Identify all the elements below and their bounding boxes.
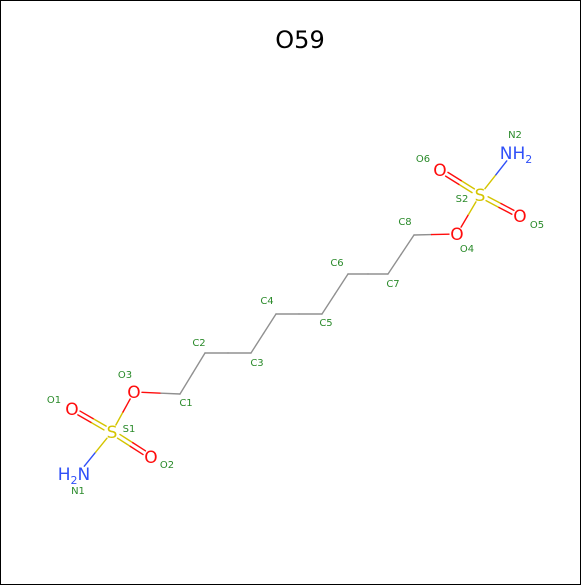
atom-label-n1: N1: [71, 486, 85, 497]
atom-label-c6: C6: [330, 258, 343, 269]
bond-c8-o4: [413, 233, 450, 236]
atom-s1-symbol: S: [107, 423, 118, 443]
atom-label-c3: C3: [250, 358, 263, 369]
bond-c7-c8: [387, 234, 415, 275]
atom-n2-symbol: NH2: [500, 144, 533, 166]
atom-label-c7: C7: [386, 279, 399, 290]
bond-s2-n2: [484, 160, 508, 190]
atom-o4-symbol: O: [450, 225, 463, 245]
atom-s2-symbol: S: [475, 186, 486, 206]
atom-label-c8: C8: [398, 217, 411, 228]
diagram-title: O59: [275, 26, 324, 54]
atom-label-o1: O1: [47, 395, 61, 406]
atom-label-s2: S2: [456, 194, 469, 205]
bond-s1-o3: [115, 398, 131, 426]
bonds-layer: [77, 160, 515, 467]
atom-o5-symbol: O: [513, 207, 526, 227]
bond-s1-o2: [116, 433, 147, 456]
bond-s1-o1: [77, 410, 107, 431]
atom-label-c2: C2: [192, 338, 205, 349]
atom-o3-symbol: O: [127, 383, 140, 403]
atom-o6-symbol: O: [433, 161, 446, 181]
bond-c5-c6: [321, 273, 349, 315]
atom-o1-symbol: O: [65, 400, 78, 420]
atom-o2-symbol: O: [144, 448, 157, 468]
atom-label-o4: O4: [460, 244, 474, 255]
atom-label-n2: N2: [508, 130, 522, 141]
atom-label-o3: O3: [118, 370, 132, 381]
bond-s2-o5: [485, 196, 515, 215]
atom-label-o5: O5: [530, 220, 544, 231]
atom-label-c5: C5: [319, 318, 332, 329]
bond-o3-c1: [141, 391, 181, 395]
bond-s2-o6: [444, 171, 476, 194]
bond-c3-c4: [250, 313, 277, 354]
atom-label-c4: C4: [260, 296, 273, 307]
atom-label-o2: O2: [160, 460, 174, 471]
bond-n1-s1: [83, 437, 108, 467]
bond-c1-c2: [179, 352, 206, 395]
atom-label-s1: S1: [123, 424, 136, 435]
bond-o4-s2: [460, 201, 477, 228]
atom-label-o6: O6: [416, 154, 430, 165]
atom-label-c1: C1: [179, 398, 192, 409]
atom-n1-symbol: H2N: [58, 465, 91, 487]
